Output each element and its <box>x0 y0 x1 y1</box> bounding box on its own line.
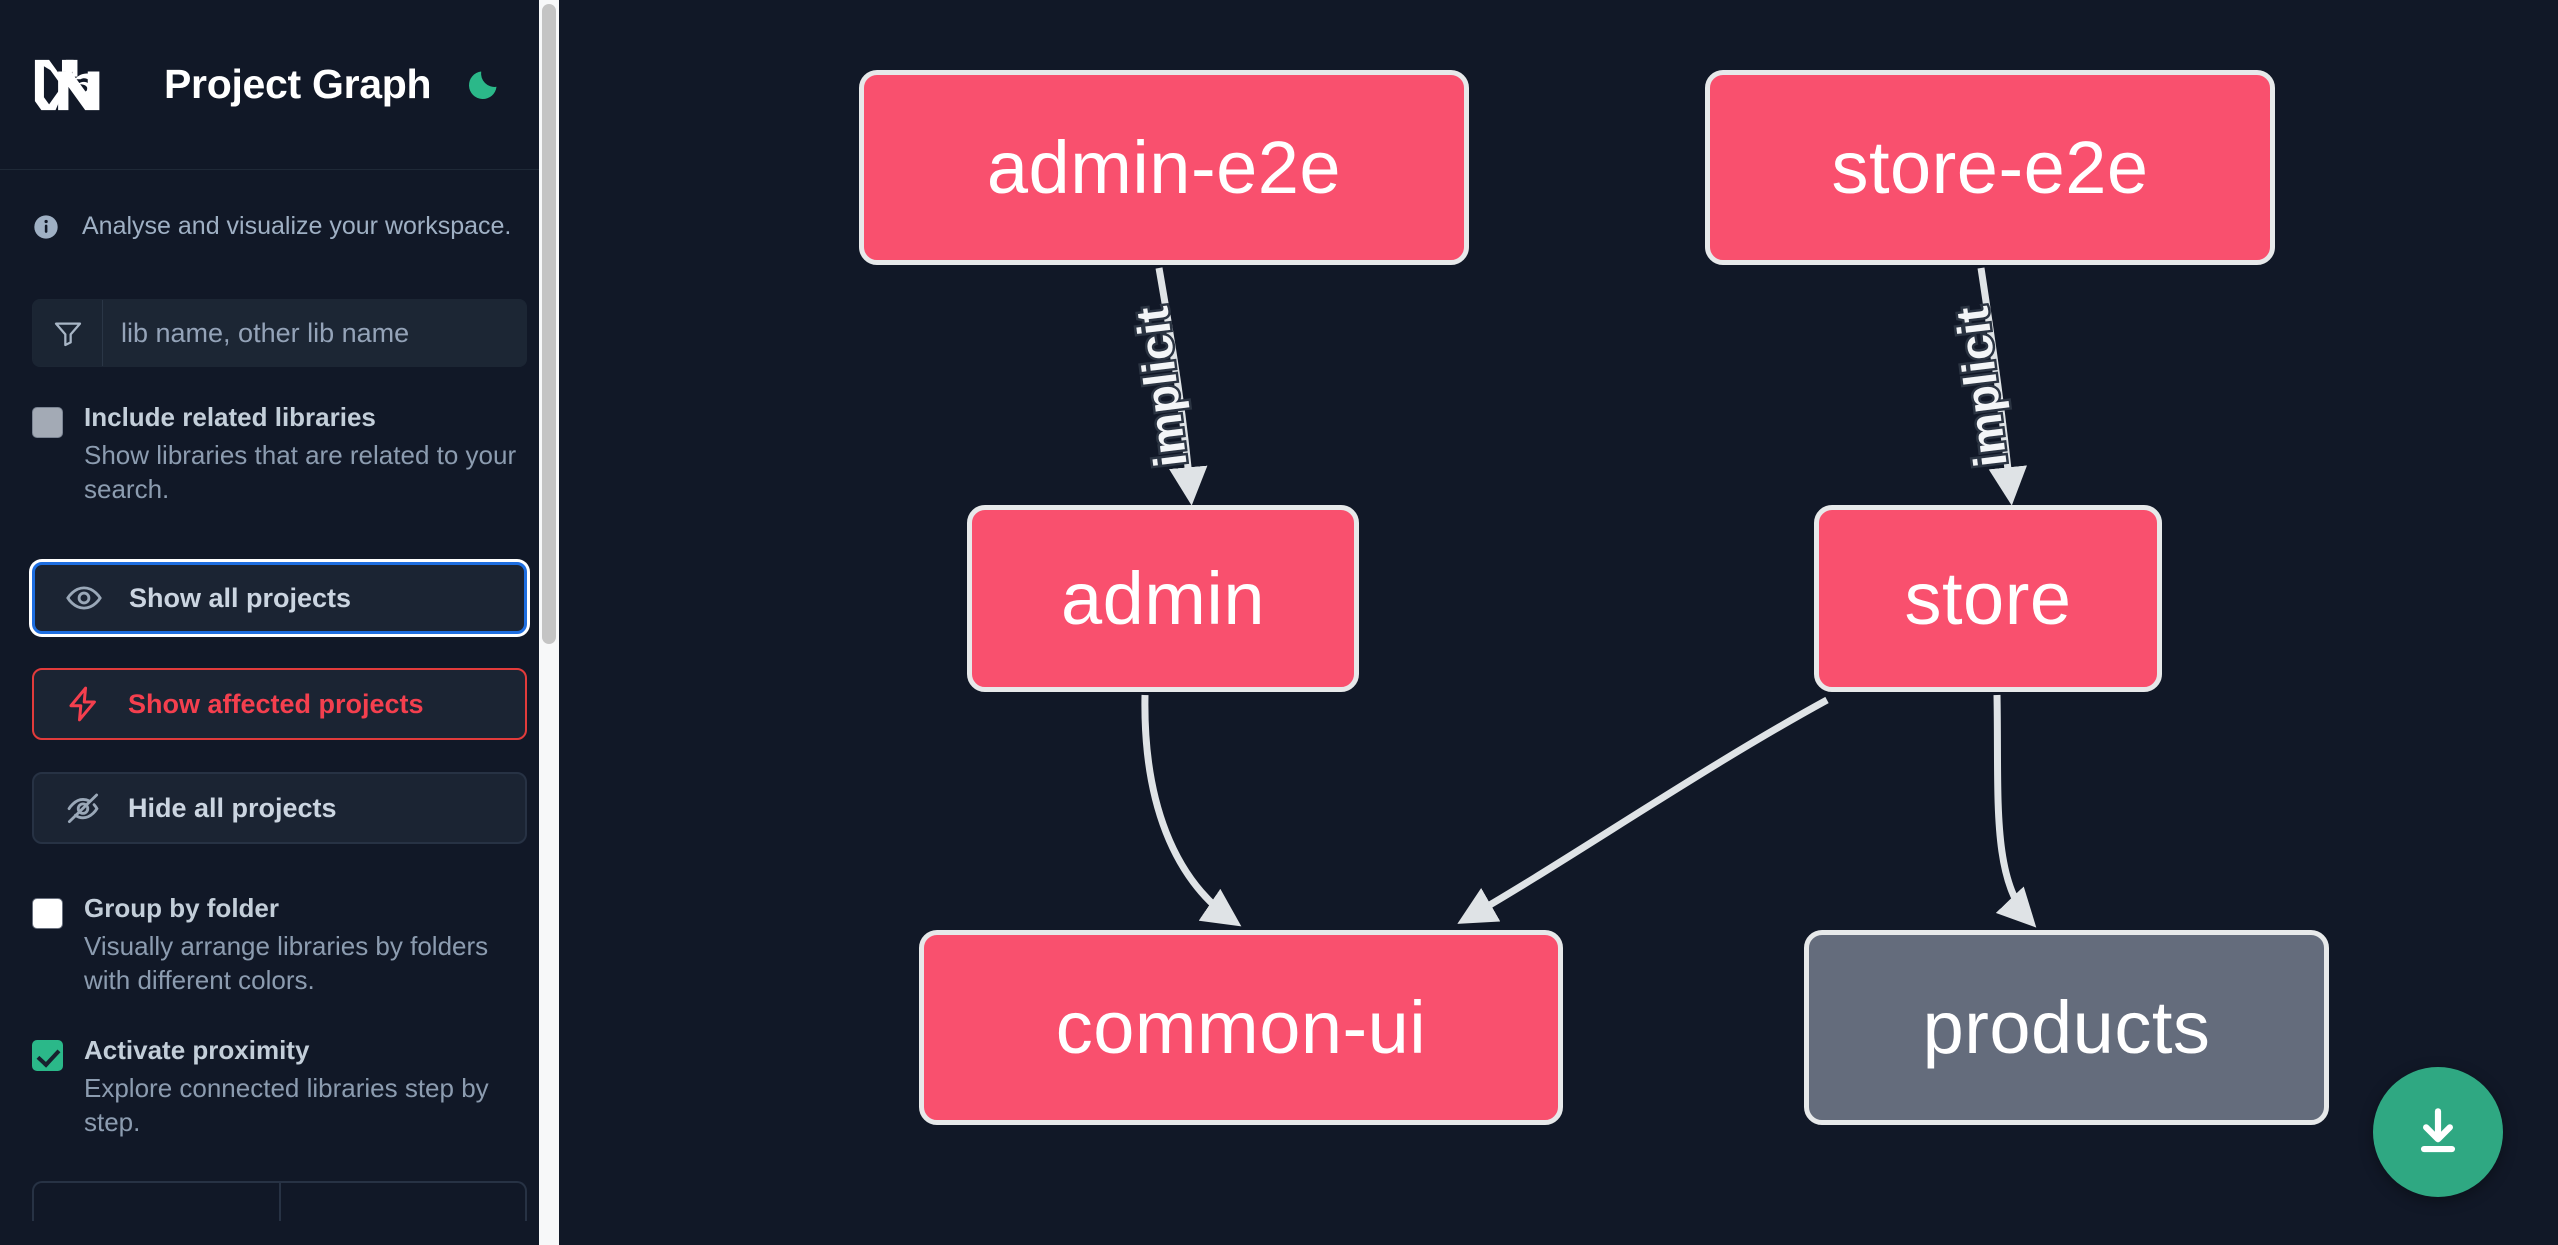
moon-icon[interactable] <box>461 63 505 107</box>
lightning-icon <box>64 685 102 723</box>
download-icon <box>2420 1108 2456 1153</box>
option-title: Include related libraries <box>84 402 376 432</box>
graph-node-common-ui[interactable]: common-ui <box>919 930 1563 1125</box>
option-description: Show libraries that are related to your … <box>84 439 517 505</box>
graph-canvas[interactable]: implicit implicit admin-e2e store-e2e ad… <box>559 0 2558 1245</box>
search-field[interactable] <box>32 299 527 367</box>
edge-store-e2e-store <box>1977 267 2028 506</box>
option-description: Explore connected libraries step by step… <box>84 1072 489 1137</box>
sidebar-scrollbar[interactable] <box>539 0 559 1245</box>
graph-node-admin[interactable]: admin <box>967 505 1359 692</box>
eye-slash-icon <box>64 789 102 827</box>
option-title: Group by folder <box>84 893 279 924</box>
include-related-libraries-checkbox[interactable] <box>32 407 63 438</box>
edge-label-implicit-store: implicit <box>1943 301 2019 472</box>
bottom-control-right[interactable] <box>281 1183 526 1221</box>
option-include-related-libraries[interactable]: Include related libraries Show libraries… <box>0 401 559 506</box>
workspace-note: Analyse and visualize your workspace. <box>0 170 559 241</box>
sidebar-scrollbar-thumb[interactable] <box>542 4 556 644</box>
info-icon <box>32 213 60 241</box>
workspace-note-text: Analyse and visualize your workspace. <box>82 212 512 240</box>
show-all-projects-button[interactable]: Show all projects <box>32 562 527 635</box>
search-input[interactable] <box>103 300 526 366</box>
graph-node-store[interactable]: store <box>1814 505 2162 692</box>
edge-label-implicit-admin: implicit <box>1123 301 1199 472</box>
hide-all-projects-button[interactable]: Hide all projects <box>32 772 527 845</box>
filter-icon <box>33 300 103 366</box>
edge-admin-common-ui <box>1141 694 1242 927</box>
show-all-projects-label: Show all projects <box>129 582 352 613</box>
graph-node-store-e2e[interactable]: store-e2e <box>1705 70 2275 265</box>
option-description: Visually arrange libraries by folders wi… <box>84 931 489 996</box>
sidebar-header: Project Graph <box>0 0 559 170</box>
edge-admin-e2e-admin <box>1155 267 1208 506</box>
edge-store-products <box>1993 694 2037 928</box>
edge-store-common-ui <box>1457 696 1829 924</box>
bottom-control-left[interactable] <box>34 1183 279 1221</box>
option-group-by-folder[interactable]: Group by folder Visually arrange librari… <box>0 892 559 997</box>
show-affected-projects-button[interactable]: Show affected projects <box>32 668 527 741</box>
option-title: Activate proximity <box>84 1034 310 1065</box>
activate-proximity-checkbox[interactable] <box>32 1039 63 1071</box>
download-button[interactable] <box>2373 1067 2503 1197</box>
group-by-folder-checkbox[interactable] <box>32 898 63 930</box>
graph-edges: implicit implicit <box>1123 267 2037 928</box>
nx-logo-icon <box>32 56 110 114</box>
svg-text:implicit: implicit <box>1126 304 1197 470</box>
svg-text:implicit: implicit <box>1946 304 2017 470</box>
page-title: Project Graph <box>164 61 432 107</box>
hide-all-projects-label: Hide all projects <box>128 792 337 823</box>
graph-node-products[interactable]: products <box>1804 930 2329 1125</box>
divider <box>278 1183 281 1222</box>
graph-node-admin-e2e[interactable]: admin-e2e <box>859 70 1469 265</box>
sidebar: Project Graph Analyse and visualize your… <box>0 0 559 1245</box>
eye-icon <box>65 579 103 617</box>
show-affected-projects-label: Show affected projects <box>128 688 424 719</box>
option-activate-proximity[interactable]: Activate proximity Explore connected lib… <box>0 1034 559 1139</box>
sidebar-bottom-control-group[interactable] <box>32 1181 527 1222</box>
